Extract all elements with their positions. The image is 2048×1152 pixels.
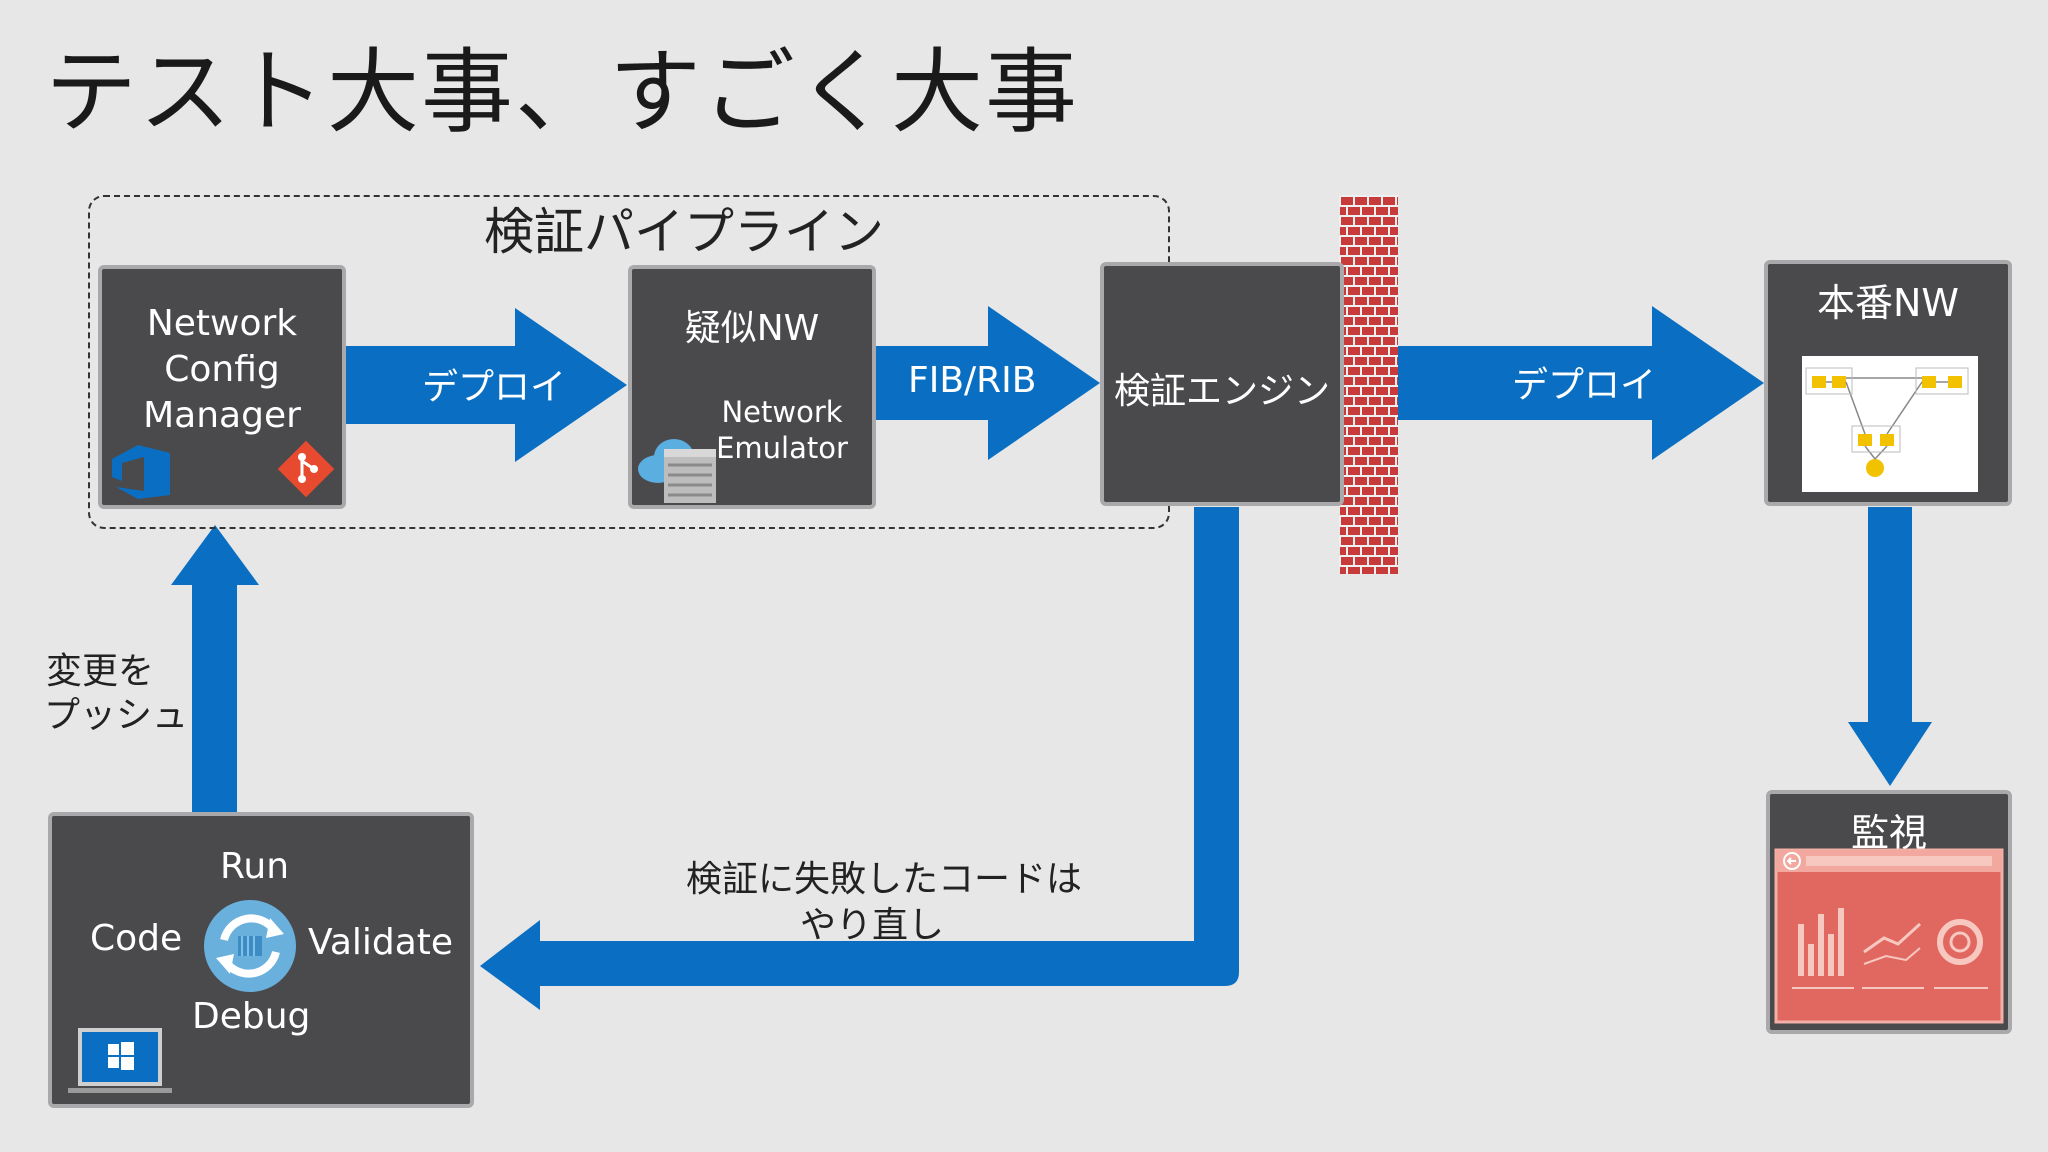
push-label-line2: プッシュ — [44, 695, 189, 736]
monitoring-node: 監視 — [1766, 790, 2012, 1034]
deploy-arrow-2 — [1398, 306, 1764, 460]
azure-devops-icon — [112, 445, 170, 499]
push-label-line1: 変更を — [46, 651, 155, 692]
deploy-label-2: デプロイ — [1512, 365, 1657, 406]
laptop-windows-icon — [68, 1028, 172, 1093]
pipeline-label: 検証パイプライン — [484, 203, 884, 261]
retry-label-line1: 検証に失敗したコードは — [686, 859, 1083, 900]
page-title: テスト大事、すごく大事 — [45, 39, 1080, 146]
verification-engine-title: 検証エンジン — [1113, 371, 1330, 412]
pseudo-nw-sub2: Emulator — [716, 431, 848, 465]
monitor-title: 監視 — [1850, 811, 1927, 855]
retry-label-line2: やり直し — [800, 905, 945, 946]
dashboard-icon — [1774, 848, 2004, 1024]
verification-engine-node: 検証エンジン — [1100, 262, 1344, 506]
ncm-label-line2: Config — [164, 349, 280, 390]
network-config-manager-node: Network Config Manager — [98, 265, 346, 509]
ncm-label-line3: Manager — [143, 395, 301, 436]
retry-arrow — [480, 507, 1239, 1010]
topology-diagram-icon — [1802, 356, 1978, 492]
fib-rib-label: FIB/RIB — [908, 360, 1037, 401]
push-up-arrow — [171, 525, 259, 812]
devops-cycle-icon — [204, 900, 296, 992]
pseudo-network-node: 疑似NW Network Emulator — [628, 265, 876, 509]
run-label: Run — [220, 846, 290, 887]
monitor-down-arrow — [1848, 507, 1932, 786]
fib-rib-arrow — [875, 306, 1100, 460]
deploy-label-1: デプロイ — [422, 367, 567, 408]
pseudo-nw-title: 疑似NW — [684, 308, 820, 349]
validate-label: Validate — [308, 922, 454, 963]
developer-loop-node: Run Code Validate Debug — [48, 812, 474, 1108]
production-network-node: 本番NW — [1764, 260, 2012, 506]
debug-label: Debug — [192, 996, 311, 1037]
production-nw-title: 本番NW — [1817, 281, 1959, 325]
pseudo-nw-sub1: Network — [721, 395, 843, 429]
code-label: Code — [90, 918, 183, 959]
ncm-label-line1: Network — [146, 303, 298, 344]
firewall-brick-wall — [1339, 195, 1398, 574]
deploy-arrow-1 — [345, 308, 627, 462]
cloud-server-icon — [638, 439, 716, 503]
git-icon — [277, 440, 335, 498]
